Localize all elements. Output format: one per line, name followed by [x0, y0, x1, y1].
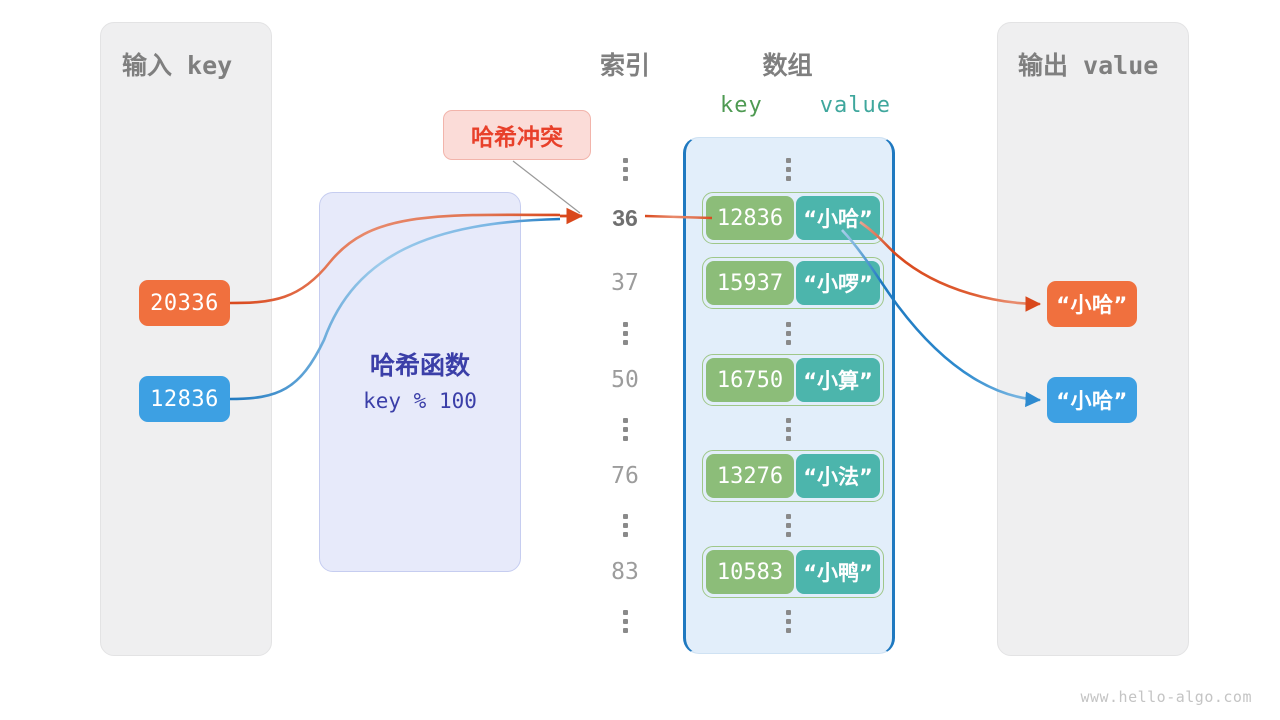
index-column-title: 索引 [599, 52, 650, 80]
array-ellipsis-1 [753, 322, 823, 345]
index-label-37: 37 [611, 270, 639, 296]
array-entry-37-value: “小啰” [796, 261, 880, 305]
index-ellipsis-2 [590, 418, 660, 441]
input-key-chip-0[interactable]: 20336 [139, 280, 230, 326]
hash-function-box: 哈希函数 key % 100 [319, 192, 521, 572]
output-panel-title: 输出 value [1018, 51, 1159, 80]
array-entry-83-key: 10583 [706, 550, 794, 594]
input-key-chip-1[interactable]: 12836 [139, 376, 230, 422]
hash-function-title: 哈希函数 [369, 352, 470, 380]
array-entry-36-value: “小哈” [796, 196, 880, 240]
index-ellipsis-3 [590, 514, 660, 537]
array-ellipsis-bottom [753, 610, 823, 633]
index-label-50: 50 [611, 367, 639, 393]
array-ellipsis-top [753, 158, 823, 181]
array-entry-37[interactable]: 15937 “小啰” [702, 257, 884, 309]
index-label-83: 83 [611, 559, 639, 585]
array-entry-36-key: 12836 [706, 196, 794, 240]
index-label-36: 36 [612, 205, 638, 231]
input-key-chip-0-label: 20336 [150, 290, 219, 316]
array-ellipsis-3 [753, 514, 823, 537]
input-key-chip-1-label: 12836 [150, 386, 219, 412]
array-entry-83-value: “小鸭” [796, 550, 880, 594]
hash-function-expression: key % 100 [363, 389, 477, 413]
index-label-76: 76 [611, 463, 639, 489]
input-panel [100, 22, 272, 656]
input-panel-title: 输入 key [122, 51, 233, 80]
hash-collision-callout: 哈希冲突 [443, 110, 591, 160]
output-value-chip-0-label: “小哈” [1056, 293, 1128, 317]
output-value-chip-1[interactable]: “小哈” [1047, 377, 1137, 423]
array-entry-76-key: 13276 [706, 454, 794, 498]
array-entry-76[interactable]: 13276 “小法” [702, 450, 884, 502]
array-entry-76-value: “小法” [796, 454, 880, 498]
index-ellipsis-1 [590, 322, 660, 345]
array-entry-50-key: 16750 [706, 358, 794, 402]
callout-leader-line [512, 160, 581, 214]
index-ellipsis-bottom [590, 610, 660, 633]
key-value-header: key value [720, 93, 891, 118]
output-panel [997, 22, 1189, 656]
array-ellipsis-2 [753, 418, 823, 441]
array-entry-36[interactable]: 12836 “小哈” [702, 192, 884, 244]
value-header-label: value [819, 93, 891, 118]
key-header-label: key [720, 93, 763, 118]
array-entry-50[interactable]: 16750 “小算” [702, 354, 884, 406]
array-column-title: 数组 [762, 52, 813, 80]
index-ellipsis-top [590, 158, 660, 181]
array-entry-37-key: 15937 [706, 261, 794, 305]
array-entry-83[interactable]: 10583 “小鸭” [702, 546, 884, 598]
output-value-chip-0[interactable]: “小哈” [1047, 281, 1137, 327]
array-entry-50-value: “小算” [796, 358, 880, 402]
watermark: www.hello-algo.com [1080, 688, 1252, 706]
output-value-chip-1-label: “小哈” [1056, 389, 1128, 413]
